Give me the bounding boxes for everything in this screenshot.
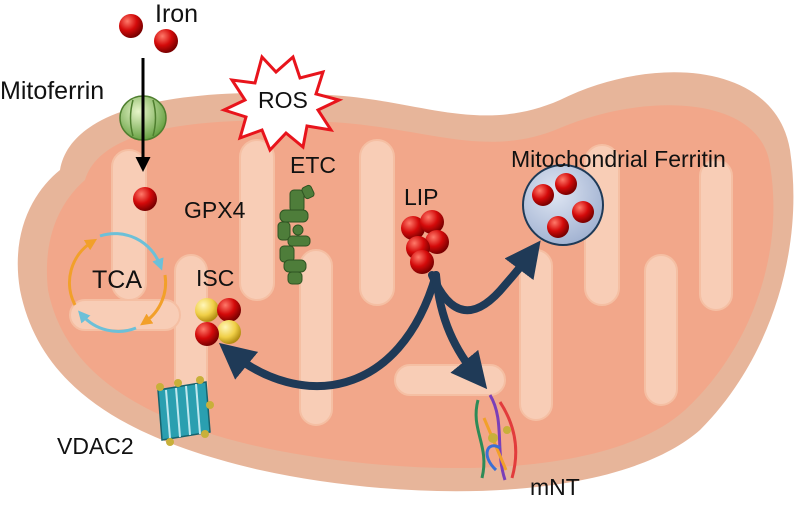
label-isc: ISC — [196, 265, 235, 291]
labile-iron-pool — [401, 210, 449, 274]
label-iron: Iron — [155, 0, 199, 28]
iron-atom — [119, 14, 143, 38]
label-lip: LIP — [404, 184, 439, 210]
iron-atom — [133, 187, 157, 211]
label-etc: ETC — [290, 152, 336, 178]
iron-sulfur-cluster — [195, 298, 241, 346]
label-mitoferrin: Mitoferrin — [0, 77, 105, 105]
label-ros: ROS — [258, 87, 308, 113]
label-gpx4: GPX4 — [184, 197, 246, 223]
mnt-protein-ribbon-icon — [474, 394, 518, 481]
vdac2-beta-barrel-icon — [156, 376, 214, 446]
arrow-lip-to-mnt — [432, 271, 488, 390]
label-mitochondrial-ferritin: Mitochondrial Ferritin — [511, 146, 726, 172]
iron-atom — [154, 29, 178, 53]
arrow-lip-to-isc — [218, 271, 440, 391]
label-mnt: mNT — [530, 474, 580, 500]
tca-cycle-arrows-icon — [68, 232, 168, 333]
label-tca: TCA — [92, 266, 142, 294]
arrow-lip-to-ferritin — [428, 240, 541, 315]
etc-complex-icon — [277, 184, 315, 285]
mitochondrial-ferritin — [522, 164, 604, 246]
label-vdac2: VDAC2 — [57, 433, 134, 459]
ros-starburst-icon — [219, 54, 344, 153]
iron-flux-arrows — [218, 240, 541, 391]
